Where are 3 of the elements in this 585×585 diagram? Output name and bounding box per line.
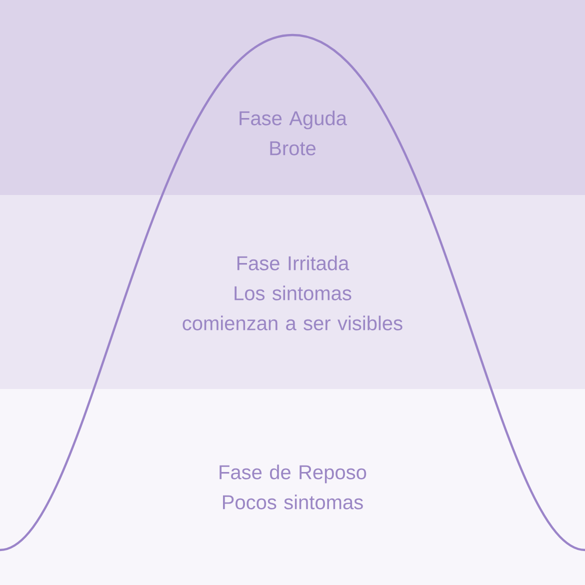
phase-band: Fase Irritada Los sintomas comienzan a ser visibles [0, 195, 585, 389]
phase-band: Fase Aguda Brote [0, 0, 585, 195]
phase-band: Fase de Reposo Pocos sintomas [0, 389, 585, 585]
